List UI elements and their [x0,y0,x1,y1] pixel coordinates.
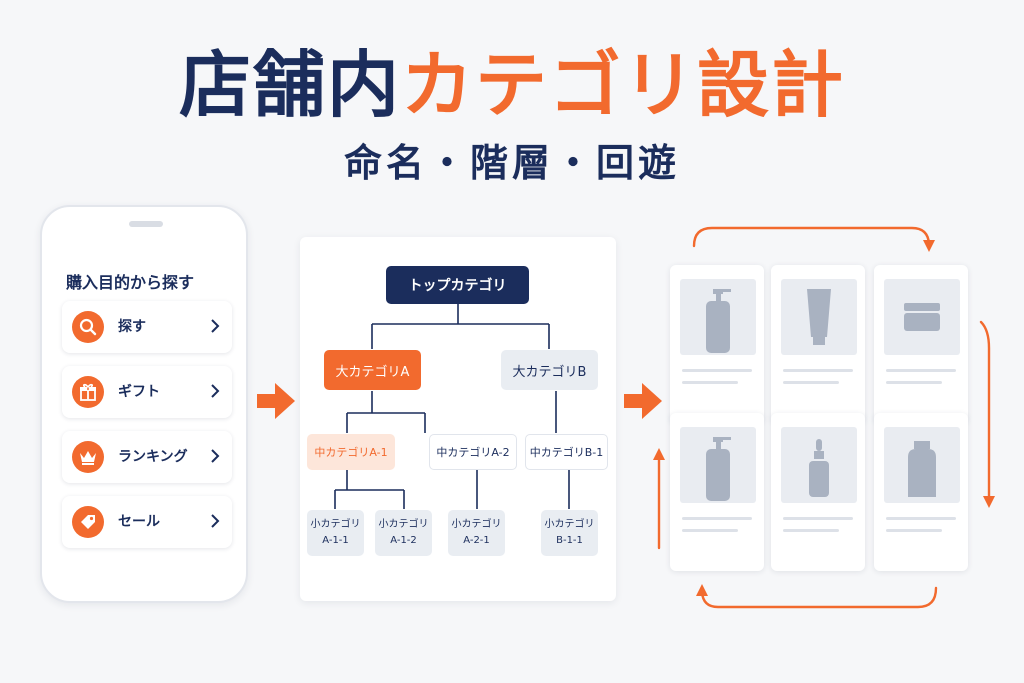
menu-item-label: セール [118,514,160,530]
gift-icon [72,376,104,408]
placeholder-text-line [886,517,956,520]
tree-node-small: 小カテゴリ A-1-1 [307,510,364,556]
phone-mockup: 購入目的から探す 探す ギフト ランキング セール [40,205,248,603]
title-part-orange: カテゴリ設計 [401,43,846,127]
arrow-right-icon [624,383,662,419]
menu-item-gift[interactable]: ギフト [62,366,232,418]
placeholder-text-line [783,517,853,520]
chevron-right-icon [211,319,220,333]
placeholder-text-line [886,529,942,532]
chevron-right-icon [211,384,220,398]
chevron-right-icon [211,449,220,463]
placeholder-text-line [783,369,853,372]
small-node-line1: 小カテゴリ [544,519,595,530]
tree-node-mid-b1: 中カテゴリB-1 [525,434,608,470]
phone-heading: 購入目的から探す [66,273,195,292]
small-node-line2: A-1-1 [322,535,349,546]
category-tree-panel: トップカテゴリ 大カテゴリA 大カテゴリB 中カテゴリA-1 中カテゴリA-2 … [300,237,616,601]
placeholder-text-line [886,381,942,384]
tree-node-top: トップカテゴリ [386,266,529,304]
tree-node-small: 小カテゴリ B-1-1 [541,510,598,556]
product-card[interactable] [874,413,968,571]
placeholder-text-line [886,369,956,372]
tree-node-mid-a1: 中カテゴリA-1 [307,434,395,470]
pump-bottle-icon [680,279,756,355]
menu-item-ranking[interactable]: ランキング [62,431,232,483]
menu-item-label: ランキング [118,449,188,465]
product-card[interactable] [771,265,865,423]
placeholder-text-line [783,529,839,532]
page-title: 店舗内カテゴリ設計 [0,40,1024,130]
product-card[interactable] [771,413,865,571]
pump-bottle-icon [680,427,756,503]
tree-node-small: 小カテゴリ A-1-2 [375,510,432,556]
jar-icon [884,279,960,355]
page-subtitle: 命名・階層・回遊 [343,141,680,185]
product-card[interactable] [874,265,968,423]
tag-icon [72,506,104,538]
tube-icon [781,279,857,355]
menu-item-label: ギフト [118,384,160,400]
placeholder-text-line [682,529,738,532]
product-card[interactable] [670,413,764,571]
placeholder-text-line [682,369,752,372]
small-node-line2: A-1-2 [390,535,417,546]
dropper-bottle-icon [781,427,857,503]
small-node-line2: B-1-1 [556,535,583,546]
tree-node-small: 小カテゴリ A-2-1 [448,510,505,556]
tree-node-major-a: 大カテゴリA [324,350,421,390]
tree-node-major-b: 大カテゴリB [501,350,598,390]
tree-connectors [334,303,570,509]
menu-item-label: 探す [118,319,146,335]
small-node-line2: A-2-1 [463,535,490,546]
placeholder-text-line [682,517,752,520]
small-node-line1: 小カテゴリ [451,519,502,530]
phone-notch [129,221,163,227]
menu-item-sale[interactable]: セール [62,496,232,548]
menu-item-search[interactable]: 探す [62,301,232,353]
placeholder-text-line [783,381,839,384]
product-card[interactable] [670,265,764,423]
chevron-right-icon [211,514,220,528]
small-node-line1: 小カテゴリ [310,519,361,530]
crown-icon [72,441,104,473]
bottle-icon [884,427,960,503]
tree-node-mid-a2: 中カテゴリA-2 [429,434,517,470]
title-part-navy: 店舗内 [178,43,401,127]
search-icon [72,311,104,343]
arrow-right-icon [257,383,295,419]
small-node-line1: 小カテゴリ [378,519,429,530]
placeholder-text-line [682,381,738,384]
